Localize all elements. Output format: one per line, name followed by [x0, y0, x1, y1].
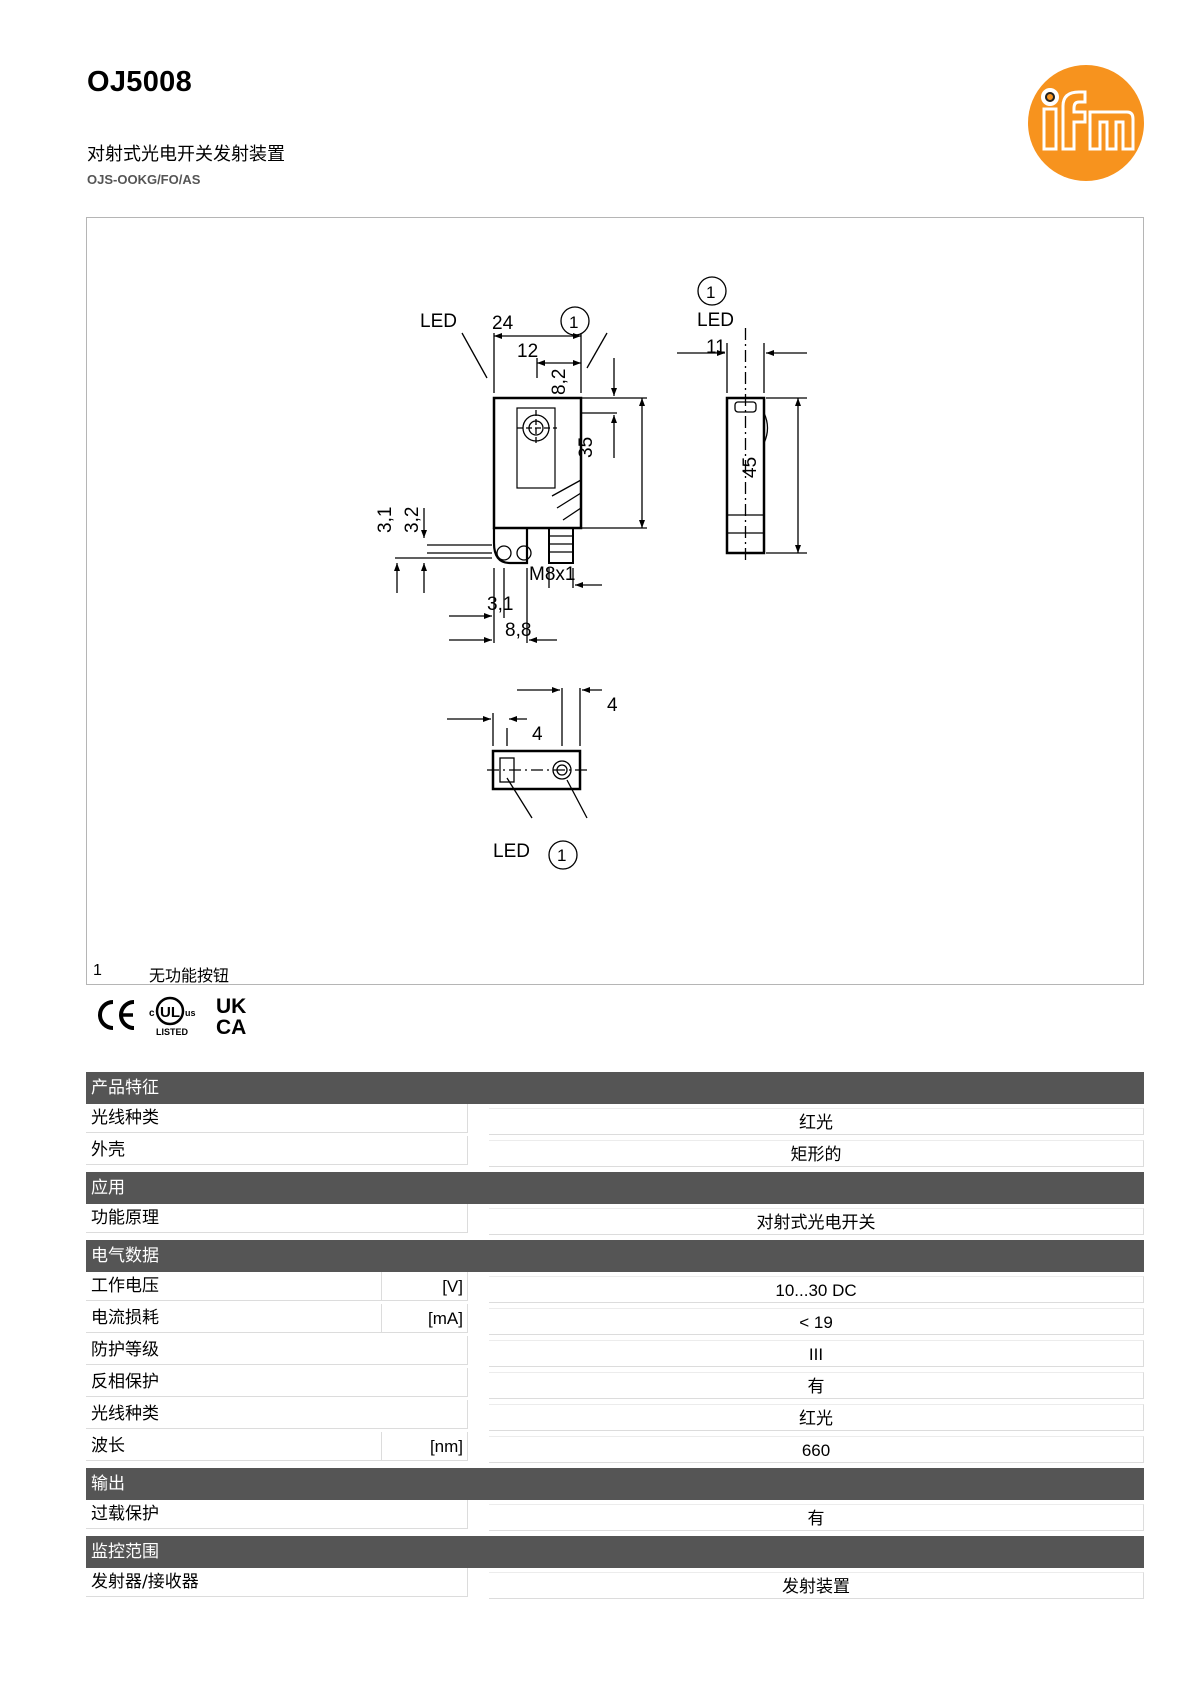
dim-3-2: 3,2: [402, 507, 423, 533]
callout-1-side: 1: [706, 283, 715, 302]
spec-value: 红光: [489, 1108, 1144, 1135]
spec-value: 矩形的: [489, 1140, 1144, 1167]
spec-unit: [V]: [382, 1272, 468, 1301]
dim-4-b: 4: [532, 724, 543, 745]
svg-text:LISTED: LISTED: [156, 1027, 189, 1037]
svg-text:CA: CA: [216, 1016, 246, 1038]
spec-row: 波长[nm] 660: [86, 1432, 1144, 1464]
spec-label: 外壳: [86, 1136, 468, 1165]
spec-row: 过载保护有: [86, 1500, 1144, 1532]
spec-row: 光线种类红光: [86, 1104, 1144, 1136]
spec-label: 防护等级: [86, 1336, 468, 1365]
ul-listed-icon: UL c us LISTED: [149, 996, 196, 1037]
spec-unit: [nm]: [382, 1432, 468, 1461]
spec-label: 过载保护: [86, 1500, 468, 1529]
svg-text:UL: UL: [160, 1004, 180, 1021]
dim-24: 24: [492, 313, 514, 334]
section-header: 电气数据: [86, 1240, 1144, 1272]
product-code: OJS-OOKG/FO/AS: [87, 172, 201, 187]
section-header: 输出: [86, 1468, 1144, 1500]
dim-4-a: 4: [607, 695, 618, 716]
spec-value: III: [489, 1340, 1144, 1367]
spec-label: 光线种类: [86, 1104, 468, 1133]
ifm-logo: [1028, 65, 1144, 181]
spec-value: 660: [489, 1436, 1144, 1463]
spec-value: 对射式光电开关: [489, 1208, 1144, 1235]
spec-row: 功能原理对射式光电开关: [86, 1204, 1144, 1236]
spec-label: 工作电压: [86, 1272, 382, 1301]
section-header: 监控范围: [86, 1536, 1144, 1568]
dim-45: 45: [740, 457, 761, 478]
spec-value: < 19: [489, 1308, 1144, 1335]
dim-8-8: 8,8: [505, 620, 531, 641]
dim-3-1-left: 3,1: [375, 507, 396, 533]
dim-12: 12: [517, 341, 538, 362]
spec-row: 工作电压[V] 10...30 DC: [86, 1272, 1144, 1304]
spec-row: 反相保护有: [86, 1368, 1144, 1400]
callout-1-bottom: 1: [557, 846, 566, 865]
spec-row: 光线种类红光: [86, 1400, 1144, 1432]
spec-value: 发射装置: [489, 1572, 1144, 1599]
spec-label: 光线种类: [86, 1400, 468, 1429]
spec-label: 电流损耗: [86, 1304, 382, 1333]
dim-8-2: 8,2: [549, 369, 570, 395]
specification-table: 产品特征光线种类红光外壳矩形的应用功能原理对射式光电开关电气数据工作电压[V]1…: [86, 1068, 1144, 1600]
dim-3-1-bottom: 3,1: [487, 594, 513, 615]
section-header: 应用: [86, 1172, 1144, 1204]
svg-text:UK: UK: [216, 995, 246, 1018]
ukca-mark-icon: UK CA: [216, 995, 246, 1038]
callout-1-front: 1: [569, 313, 578, 332]
certification-marks: UL c us LISTED UK CA: [98, 995, 246, 1038]
led-label-bottom: LED: [493, 841, 530, 862]
spec-row: 外壳矩形的: [86, 1136, 1144, 1168]
legend-text: 无功能按钮: [149, 966, 230, 985]
section-header: 产品特征: [86, 1072, 1144, 1104]
led-label-front: LED: [420, 311, 457, 332]
spec-label: 波长: [86, 1432, 382, 1461]
dim-35: 35: [576, 437, 597, 458]
spec-value: 有: [489, 1504, 1144, 1531]
product-subtitle: 对射式光电开关发射装置: [87, 144, 285, 165]
spec-label: 功能原理: [86, 1204, 468, 1233]
led-label-side: LED: [697, 310, 734, 331]
spec-value: 10...30 DC: [489, 1276, 1144, 1303]
spec-row: 电流损耗[mA] < 19: [86, 1304, 1144, 1336]
spec-value: 红光: [489, 1404, 1144, 1431]
spec-label: 发射器/接收器: [86, 1568, 468, 1597]
spec-unit: [mA]: [382, 1304, 468, 1333]
svg-text:us: us: [185, 1008, 196, 1018]
dim-m8x1: M8x1: [529, 564, 575, 585]
spec-value: 有: [489, 1372, 1144, 1399]
ce-mark-icon: [98, 1000, 135, 1030]
svg-text:c: c: [149, 1008, 155, 1019]
legend-number: 1: [93, 962, 102, 979]
spec-row: 防护等级 III: [86, 1336, 1144, 1368]
dim-11: 11: [706, 337, 726, 358]
spec-row: 发射器/接收器发射装置: [86, 1568, 1144, 1600]
spec-label: 反相保护: [86, 1368, 468, 1397]
product-title: OJ5008: [87, 66, 192, 98]
dimension-drawing: LED 24 12 1 8,2 35 1 LED 11 45 3,1 3,2 M…: [86, 217, 1144, 985]
